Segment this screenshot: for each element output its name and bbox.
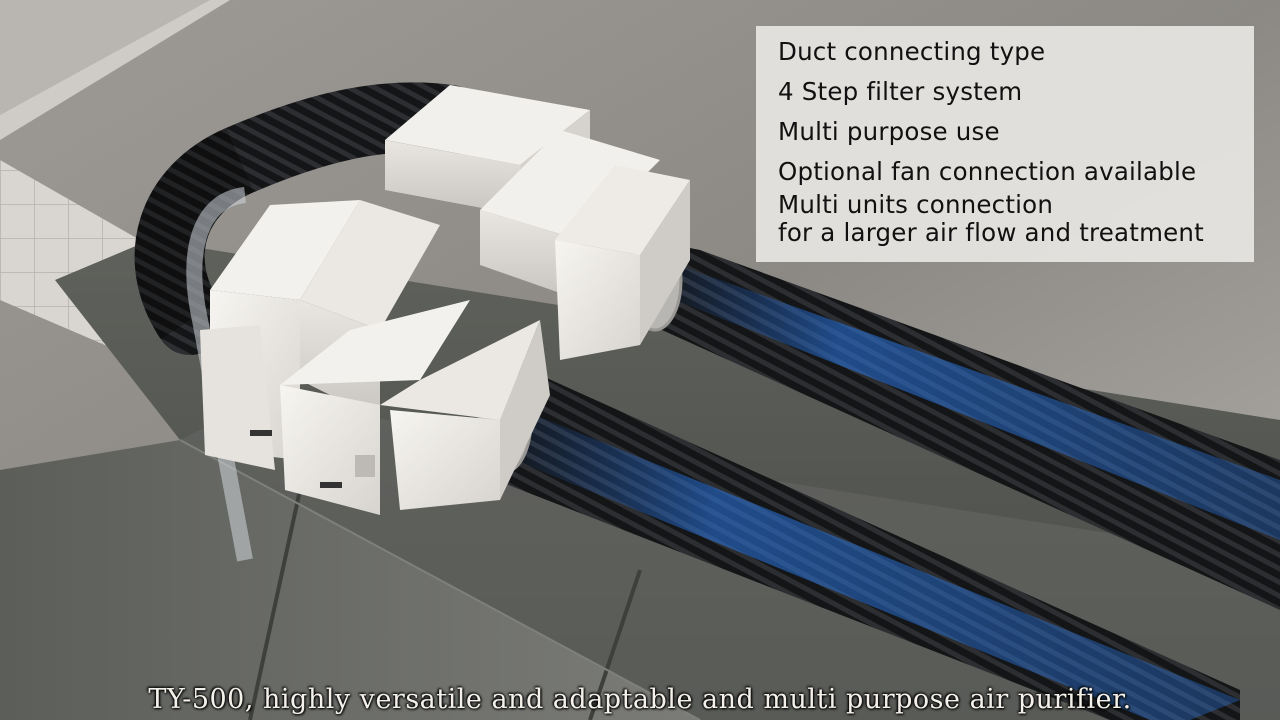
feature-item: Optional fan connection available bbox=[778, 157, 1197, 186]
feature-list-panel: Duct connecting type 4 Step filter syste… bbox=[756, 26, 1254, 262]
feature-item: 4 Step filter system bbox=[778, 77, 1023, 106]
feature-item: Multi purpose use bbox=[778, 117, 1000, 146]
feature-item: Multi units connection bbox=[778, 190, 1054, 219]
feature-item: Duct connecting type bbox=[778, 37, 1046, 66]
subtitle-caption: TY-500, highly versatile and adaptable a… bbox=[148, 684, 1132, 715]
feature-item-continuation: for a larger air flow and treatment bbox=[778, 218, 1204, 247]
